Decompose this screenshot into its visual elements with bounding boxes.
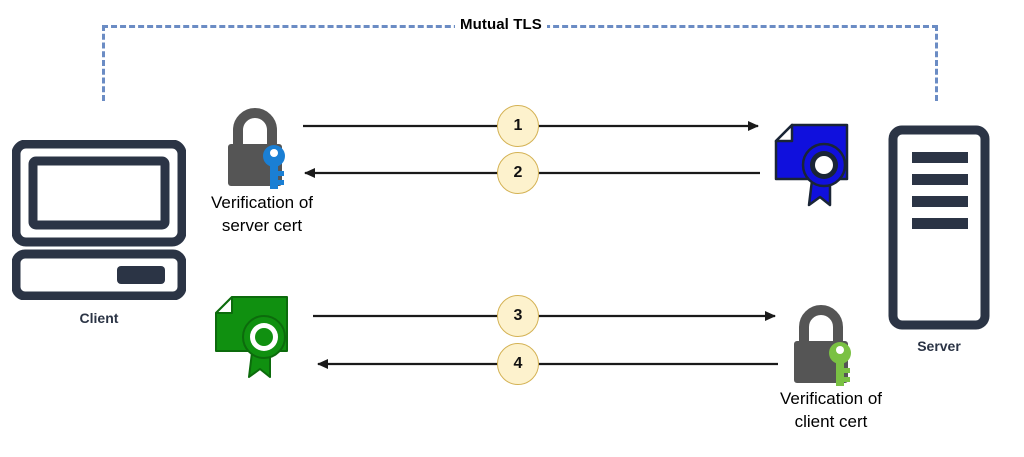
step-circle-4[interactable]: 4 xyxy=(497,343,539,385)
padlock-with-green-key-icon xyxy=(790,305,862,387)
client-computer-icon xyxy=(11,139,187,301)
verify-client-line2: client cert xyxy=(794,411,868,431)
step-circle-2[interactable]: 2 xyxy=(497,152,539,194)
mutual-tls-label: Mutual TLS xyxy=(455,16,547,33)
verification-of-server-cert-label: Verification of server cert xyxy=(182,192,342,238)
client-label: Client xyxy=(79,310,119,326)
verify-server-line2: server cert xyxy=(221,215,303,235)
green-certificate-icon xyxy=(208,294,298,382)
blue-certificate-icon xyxy=(768,122,858,210)
step-circle-3[interactable]: 3 xyxy=(497,295,539,337)
step-circle-1[interactable]: 1 xyxy=(497,105,539,147)
padlock-with-blue-key-icon xyxy=(224,108,296,190)
verification-of-client-cert-label: Verification of client cert xyxy=(745,388,917,434)
verify-server-line1: Verification of xyxy=(210,193,314,212)
server-rack-icon xyxy=(888,125,990,330)
verify-client-line1: Verification of xyxy=(779,389,883,408)
server-label: Server xyxy=(917,338,961,354)
